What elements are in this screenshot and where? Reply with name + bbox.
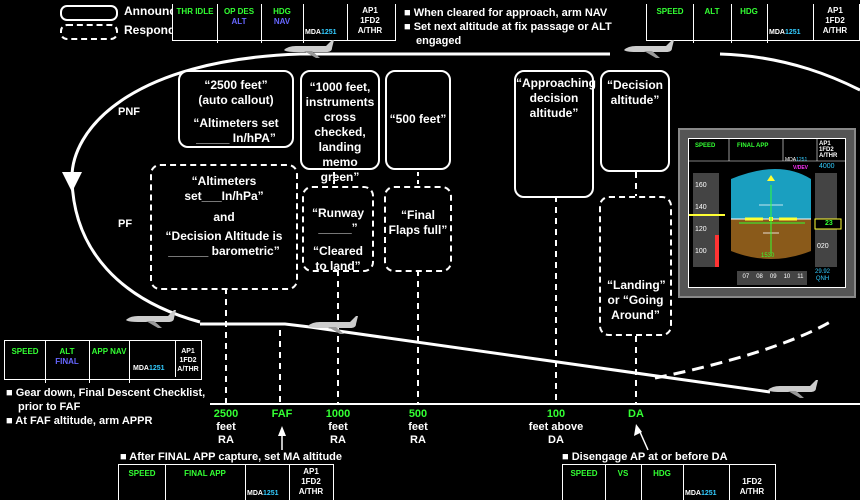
fma-col1: SPEED <box>647 4 694 43</box>
fma-col2: VS <box>605 465 642 500</box>
aircraft-icon <box>284 40 334 58</box>
legend-announce-label: Announce <box>124 4 183 18</box>
pfd-vdev: V/DEV <box>793 165 809 171</box>
left-notes: ■ Gear down, Final Descent Checklist, pr… <box>6 386 212 428</box>
pfd-fma-final-app: FINAL APP <box>737 143 769 149</box>
legend-respond-shape <box>60 24 118 40</box>
fma-col2: ALT <box>693 4 732 43</box>
callout-2500-altimeters: “2500 feet” (auto callout) “Altimeters s… <box>178 70 294 148</box>
top-note-1: ■ When cleared for approach, arm NAV <box>404 7 608 19</box>
callout-approaching-da: “Approaching decision altitude” <box>514 70 596 198</box>
left-note-1: ■ Gear down, Final Descent Checklist, pr… <box>6 387 206 413</box>
callout-500-feet: “500 feet” <box>385 70 451 170</box>
fma-col3: HDG <box>641 465 684 500</box>
fma-col1: SPEED <box>5 341 46 383</box>
legend-respond-label: Respond <box>124 23 176 37</box>
aircraft-icon <box>126 310 176 328</box>
response-runway-cleared: “Runway _____” “Cleared to land” <box>302 186 374 273</box>
top-notes: ■ When cleared for approach, arm NAV ■ S… <box>404 6 644 48</box>
pfd-da-readout: 1530 <box>761 253 775 259</box>
response-landing-going-around: “Landing” or “Going Around” <box>599 196 672 336</box>
legend-announce-shape <box>60 5 118 21</box>
fma-mda: MDA1251 <box>129 341 176 377</box>
ruler-da: DA <box>628 408 644 420</box>
response-final-flaps: “Final Flaps full” <box>384 186 452 272</box>
pfd-alt-scale: 020 <box>817 243 829 250</box>
bottom-note-right: ■ Disengage AP at or before DA <box>562 451 728 463</box>
pfd-alt-target: 4000 <box>819 163 835 170</box>
fma-col1: THR IDLE <box>173 4 218 43</box>
pfd-fma-speed: SPEED <box>695 143 716 149</box>
fma-mda: MDA1251 <box>767 4 814 40</box>
fma-col2: FINAL APP <box>165 465 246 500</box>
aircraft-icon <box>768 380 818 398</box>
top-note-2: ■ Set next altitude at fix passage or AL… <box>404 21 612 47</box>
pfd-graphics <box>689 139 845 285</box>
pfd-alt-readout: 23 <box>825 220 833 227</box>
fma-col3: HDG <box>731 4 768 43</box>
aircraft-icon <box>308 316 358 334</box>
role-pf: PF <box>118 218 133 230</box>
fma-col1: SPEED <box>119 465 166 500</box>
fma-mda: MDA1251 <box>303 4 348 40</box>
fma-mda: MDA1251 <box>683 465 730 500</box>
aircraft-icon <box>624 40 674 58</box>
callout-1000-feet: “1000 feet, instruments cross checked, l… <box>300 70 380 184</box>
bottom-note-left: ■ After FINAL APP capture, set MA altitu… <box>120 451 342 463</box>
response-altimeters-da: “Altimeters set___In/hPa” and “Decision … <box>150 164 298 290</box>
ruler-faf: FAF <box>271 408 293 420</box>
left-note-2: ■ At FAF altitude, arm APPR <box>6 415 153 427</box>
fma-col1: SPEED <box>563 465 606 500</box>
fma-mda: MDA1251 <box>245 465 290 500</box>
callout-decision-altitude: “Decision altitude” <box>600 70 670 172</box>
pfd-mda: MDA1251 <box>785 157 808 163</box>
fma-col3: APP NAV <box>89 341 130 383</box>
role-pnf: PNF <box>118 106 140 118</box>
